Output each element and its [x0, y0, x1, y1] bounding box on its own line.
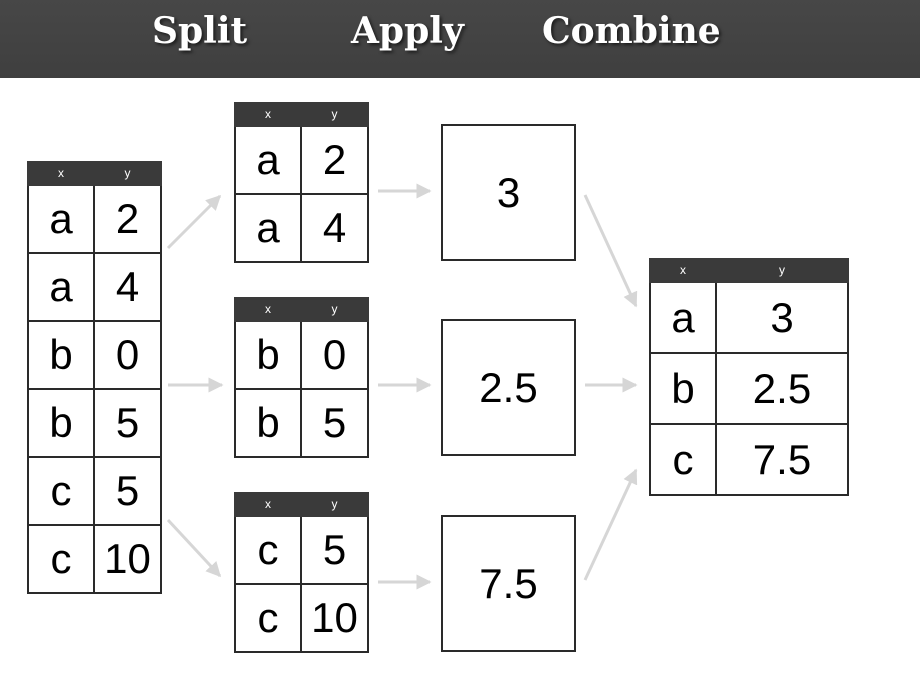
cell-x: c	[27, 456, 95, 526]
applied-value-b: 2.5	[441, 319, 576, 456]
cell-y: 5	[300, 515, 369, 585]
cell-y: 2.5	[715, 352, 849, 425]
cell-x: c	[27, 524, 95, 594]
combine-heading: Combine	[542, 10, 721, 52]
cell-x: c	[234, 583, 302, 653]
cell-y: 7.5	[715, 423, 849, 496]
cell-y: 0	[300, 320, 369, 390]
cell-x: c	[234, 515, 302, 585]
cell-x: b	[27, 388, 95, 458]
column-header-y: y	[93, 161, 162, 186]
cell-x: c	[649, 423, 717, 496]
column-header-y: y	[300, 297, 369, 322]
cell-y: 4	[93, 252, 162, 322]
cell-y: 5	[93, 456, 162, 526]
cell-y: 10	[93, 524, 162, 594]
split-arrow-a	[166, 194, 222, 250]
cell-x: a	[234, 125, 302, 195]
cell-x: b	[27, 320, 95, 390]
combine-arrow-a	[583, 194, 638, 308]
cell-y: 4	[300, 193, 369, 263]
column-header-x: x	[234, 102, 302, 127]
column-header-y: y	[715, 258, 849, 283]
cell-y: 5	[300, 388, 369, 458]
cell-y: 5	[93, 388, 162, 458]
applied-value-c: 7.5	[441, 515, 576, 652]
column-header-y: y	[300, 102, 369, 127]
cell-x: a	[27, 184, 95, 254]
combine-arrow-c	[583, 468, 638, 581]
cell-y: 2	[93, 184, 162, 254]
column-header-x: x	[234, 492, 302, 517]
cell-x: b	[234, 388, 302, 458]
column-header-x: x	[234, 297, 302, 322]
column-header-x: x	[649, 258, 717, 283]
cell-x: a	[27, 252, 95, 322]
cell-x: a	[649, 281, 717, 354]
cell-x: b	[649, 352, 717, 425]
column-header-x: x	[27, 161, 95, 186]
split-arrow-c	[166, 518, 222, 578]
cell-x: a	[234, 193, 302, 263]
stage-header-bar: Split Apply Combine	[0, 0, 920, 78]
cell-x: b	[234, 320, 302, 390]
column-header-y: y	[300, 492, 369, 517]
split-heading: Split	[152, 10, 248, 52]
cell-y: 10	[300, 583, 369, 653]
cell-y: 0	[93, 320, 162, 390]
apply-heading: Apply	[351, 10, 464, 52]
applied-value-a: 3	[441, 124, 576, 261]
cell-y: 3	[715, 281, 849, 354]
cell-y: 2	[300, 125, 369, 195]
